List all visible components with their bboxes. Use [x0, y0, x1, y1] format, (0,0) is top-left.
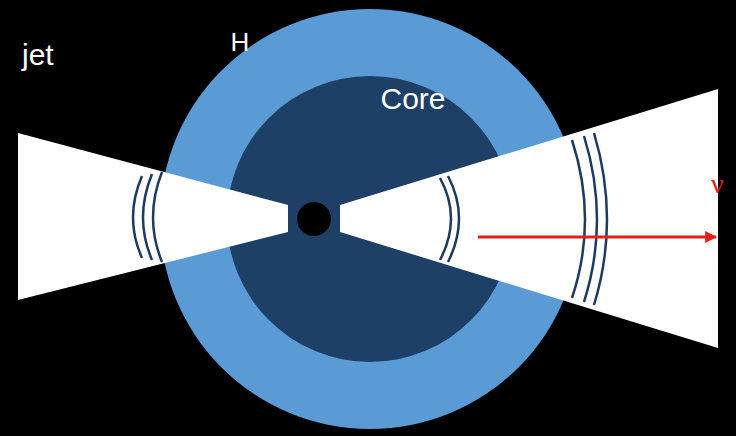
circle-fill — [160, 9, 580, 429]
central-engine — [296, 201, 332, 237]
jet-label: jet — [22, 40, 54, 70]
shock-arc — [153, 172, 162, 262]
shock-arc — [594, 133, 607, 305]
circle-outline — [160, 9, 580, 429]
shock-arc — [584, 136, 597, 302]
shock-arc — [440, 178, 451, 260]
shock-arc — [448, 176, 459, 262]
node-label: H — [231, 29, 250, 55]
neutrino-arrow — [478, 236, 716, 239]
circle-outline — [227, 76, 513, 362]
neutrino-label: ν — [711, 170, 724, 198]
shock-arc — [133, 176, 142, 258]
circle-fill — [227, 76, 513, 362]
node-label: Core — [380, 84, 445, 114]
hydrogen-envelope: Core H — [160, 9, 580, 429]
shock-arc — [572, 140, 585, 298]
stellar-core: Core — [227, 76, 513, 362]
shock-arc — [143, 174, 152, 260]
